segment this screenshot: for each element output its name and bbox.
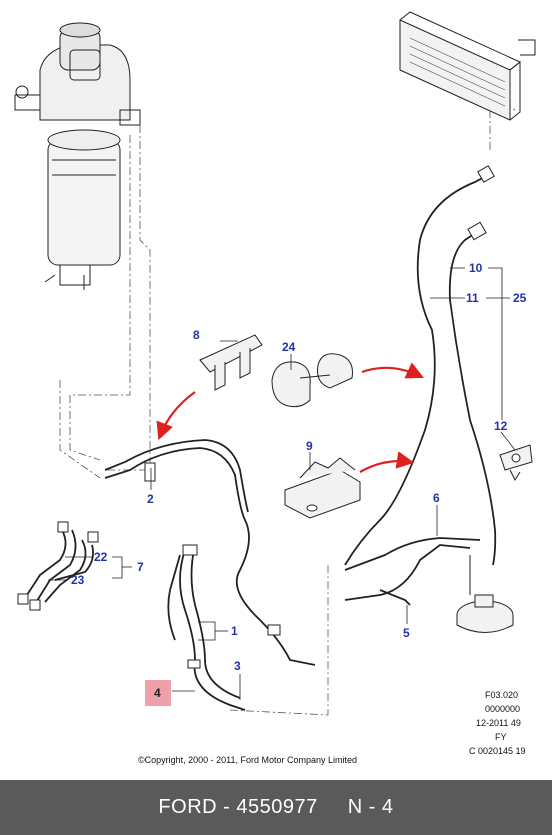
fuel-sender-unit bbox=[456, 555, 514, 633]
callout-22: 22 bbox=[94, 550, 108, 564]
hose-clip bbox=[187, 659, 201, 669]
pipe-connector bbox=[467, 221, 487, 241]
callout-8: 8 bbox=[193, 328, 200, 342]
callout-2: 2 bbox=[147, 492, 154, 506]
pipe-connector bbox=[477, 165, 495, 183]
callout-23: 23 bbox=[71, 573, 85, 587]
ref-line-5: C 0020145 19 bbox=[469, 746, 526, 756]
copyright-text: ©Copyright, 2000 - 2011, Ford Motor Comp… bbox=[138, 755, 357, 765]
callout-11: 11 bbox=[466, 291, 479, 305]
pipe-connector bbox=[29, 599, 41, 611]
callout-3: 3 bbox=[234, 659, 241, 673]
clip-8 bbox=[199, 334, 263, 391]
pipe-connector bbox=[17, 593, 29, 605]
fuel-filter-assembly bbox=[14, 22, 141, 290]
callout-9: 9 bbox=[306, 439, 313, 453]
clip-9 bbox=[284, 457, 361, 519]
callout-5: 5 bbox=[403, 626, 410, 640]
callout-12: 12 bbox=[494, 419, 508, 433]
footer-part-number: FORD - 4550977 bbox=[158, 796, 318, 818]
clip-24 bbox=[271, 353, 353, 408]
ref-line-4: FY bbox=[495, 732, 507, 742]
fuel-hoses-center bbox=[104, 439, 316, 711]
ref-line-3: 12-2011 49 bbox=[476, 718, 521, 728]
fuel-pipes-left bbox=[24, 529, 94, 605]
callout-6: 6 bbox=[433, 491, 440, 505]
callout-1: 1 bbox=[231, 624, 238, 638]
hose-clip bbox=[267, 624, 281, 636]
callout-7: 7 bbox=[137, 560, 144, 574]
ref-line-1: F03.020 bbox=[485, 690, 518, 700]
footer-bar: FORD - 4550977 N - 4 bbox=[0, 780, 552, 835]
clip-12 bbox=[499, 444, 533, 482]
callout-lines bbox=[48, 267, 516, 700]
parts-diagram: 1 2 3 4 5 6 7 8 9 10 11 12 22 23 24 25 F… bbox=[14, 11, 536, 765]
callout-25: 25 bbox=[513, 291, 527, 305]
callout-4: 4 bbox=[154, 686, 161, 700]
highlight-box bbox=[145, 680, 171, 706]
leader-lines bbox=[59, 99, 516, 716]
hose-connector bbox=[182, 544, 198, 556]
footer-position: N - 4 bbox=[347, 796, 394, 818]
fuel-cooler bbox=[399, 11, 536, 121]
ref-line-2: 0000000 bbox=[485, 704, 520, 714]
red-arrows bbox=[156, 362, 424, 473]
fuel-pipes-right bbox=[344, 174, 497, 566]
pipe-connector bbox=[87, 531, 99, 543]
hose-clip bbox=[144, 462, 156, 482]
pipe-connector bbox=[57, 521, 69, 533]
callout-24: 24 bbox=[282, 340, 296, 354]
fuel-pipes-tank bbox=[344, 537, 481, 606]
callout-10: 10 bbox=[469, 261, 483, 275]
